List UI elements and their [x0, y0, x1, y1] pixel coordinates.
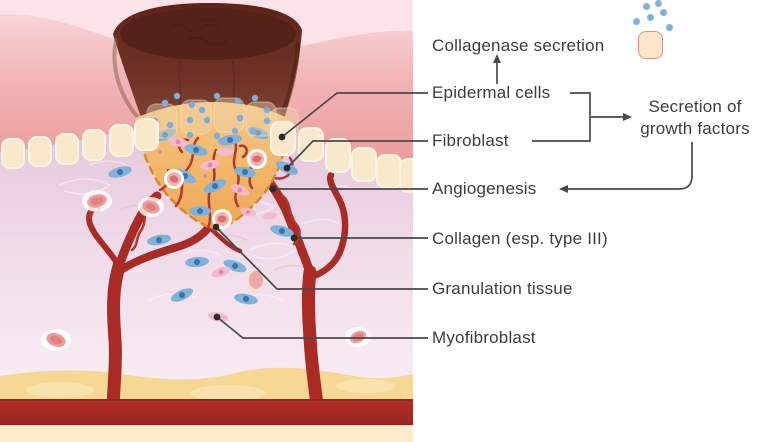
secreted-dot-icon	[647, 14, 654, 21]
label-epidermal-cells: Epidermal cells	[432, 83, 551, 102]
dot-collagen	[290, 234, 298, 242]
vessel-cross-sections	[164, 149, 267, 229]
secretion-line2: growth factors	[640, 119, 750, 138]
label-collagenase-secretion: Collagenase secretion	[432, 36, 605, 55]
label-fibroblast: Fibroblast	[432, 131, 509, 150]
leader-fibroblast	[286, 140, 428, 169]
skin-cross-section	[0, 0, 413, 442]
dot-myofibroblast	[213, 313, 221, 321]
secretion-line1: Secretion of	[648, 97, 742, 116]
annotation-dots	[212, 133, 298, 321]
scab-texture	[169, 17, 227, 46]
deep-blood-vessel	[0, 399, 413, 425]
fat-lobules	[26, 379, 396, 401]
arrow-angiogenesis	[568, 142, 693, 190]
label-myofibroblast: Myofibroblast	[432, 328, 536, 347]
migrating-epidermal-cells	[146, 97, 299, 141]
label-secretion-of-growth-factors: Secretion of growth factors	[613, 96, 768, 140]
label-angiogenesis: Angiogenesis	[432, 179, 537, 198]
annotation-arrowheads	[493, 54, 632, 193]
red-blood-cells	[41, 190, 371, 351]
leader-myofibroblast	[216, 316, 428, 339]
scab	[112, 3, 302, 138]
dot-fibroblast	[283, 164, 291, 172]
annotation-lines	[215, 61, 693, 339]
dot-angiogenesis	[269, 185, 277, 193]
secreted-dot-icon	[666, 24, 673, 31]
secreted-dot-icon	[633, 18, 640, 25]
leader-epidermal-cells	[281, 92, 428, 138]
label-granulation-tissue: Granulation tissue	[432, 279, 573, 298]
label-collagen: Collagen (esp. type III)	[432, 229, 608, 248]
dot-granulation	[212, 223, 220, 231]
secreting-cell-icon	[638, 31, 663, 59]
leader-granulation	[215, 226, 428, 290]
wedge-cells	[153, 126, 269, 229]
secreted-dot-icon	[643, 3, 650, 10]
dot-epidermal-cells	[278, 133, 286, 141]
deep-tissue-strip	[0, 423, 413, 442]
secreted-dot-icon	[655, 0, 662, 7]
secreted-dot-icon	[660, 9, 667, 16]
epidermal-cell-row	[1, 118, 413, 193]
